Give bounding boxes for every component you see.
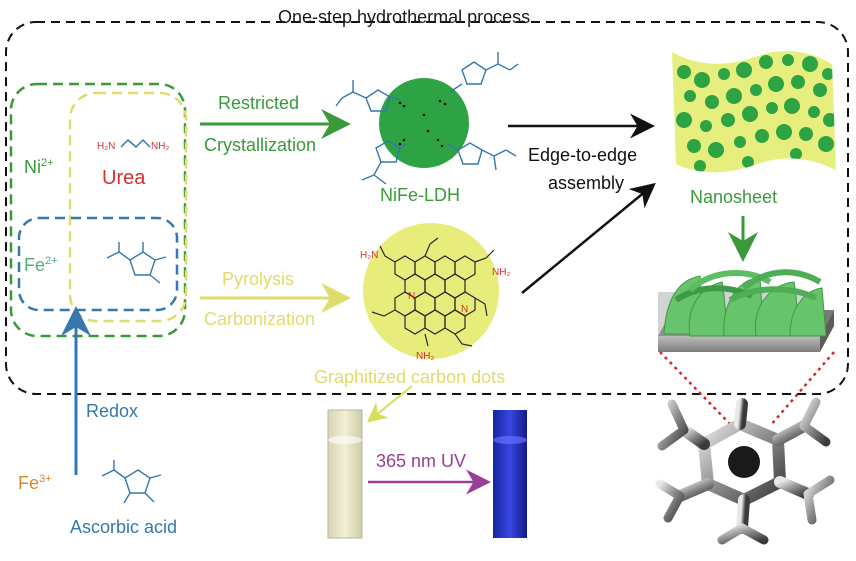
hydrothermal-frame — [5, 21, 849, 395]
ni-ion-label: Ni2+ — [24, 157, 54, 177]
nanosheet-label: Nanosheet — [690, 187, 778, 207]
pyrolysis-label: Pyrolysis — [222, 269, 295, 289]
redox-label: Redox — [86, 401, 139, 421]
ascorbic-acid-label: Ascorbic acid — [70, 517, 178, 537]
cd-n-top: N — [408, 291, 416, 302]
cd-to-nanosheet-arrow — [521, 182, 656, 294]
urea-molecule — [120, 138, 151, 149]
ni-box — [9, 82, 187, 338]
framework-pore — [728, 446, 760, 478]
fe-ion-label: Fe2+ — [24, 255, 58, 275]
nanosheet — [672, 50, 836, 173]
urea-box — [68, 91, 188, 323]
urea-label: Urea — [102, 167, 146, 189]
edge-to-edge-label: Edge-to-edge — [528, 145, 638, 165]
carbonization-label: Carbonization — [204, 309, 316, 329]
assembly-label: assembly — [548, 173, 625, 193]
nife-ldh-label: NiFe-LDH — [380, 185, 461, 205]
ascorbic-molecule — [101, 460, 162, 504]
diagram-title: One-step hydrothermal process — [278, 7, 531, 27]
carbon-dots-label: Graphitized carbon dots — [314, 367, 506, 387]
nanosheet-array — [658, 269, 834, 352]
uv-label: 365 nm UV — [376, 451, 467, 471]
crystallization-label: Crystallization — [204, 135, 317, 155]
cd-nh2-top: H₂N — [360, 250, 379, 261]
cd-nh2-bottom: NH₂ — [416, 351, 435, 362]
restricted-label: Restricted — [218, 93, 300, 113]
urea-nh2-right: NH₂ — [151, 141, 170, 152]
vial-uv — [493, 410, 527, 538]
vial-daylight — [327, 409, 363, 539]
cd-n-right: N — [461, 304, 469, 315]
porous-framework — [655, 397, 835, 545]
fe3-ion-label: Fe3+ — [18, 473, 52, 493]
fe-box — [17, 216, 179, 312]
zoom-line-left — [659, 351, 733, 427]
cd-nh2-right: NH₂ — [492, 267, 511, 278]
cd-to-vial-arrow — [366, 385, 413, 423]
nife-ldh-particle — [335, 52, 519, 185]
zoom-line-right — [769, 351, 835, 427]
dehydroascorbic-molecule — [106, 242, 167, 284]
urea-nh2-left: H₂N — [97, 141, 116, 152]
carbon-dot-particle — [363, 223, 499, 359]
